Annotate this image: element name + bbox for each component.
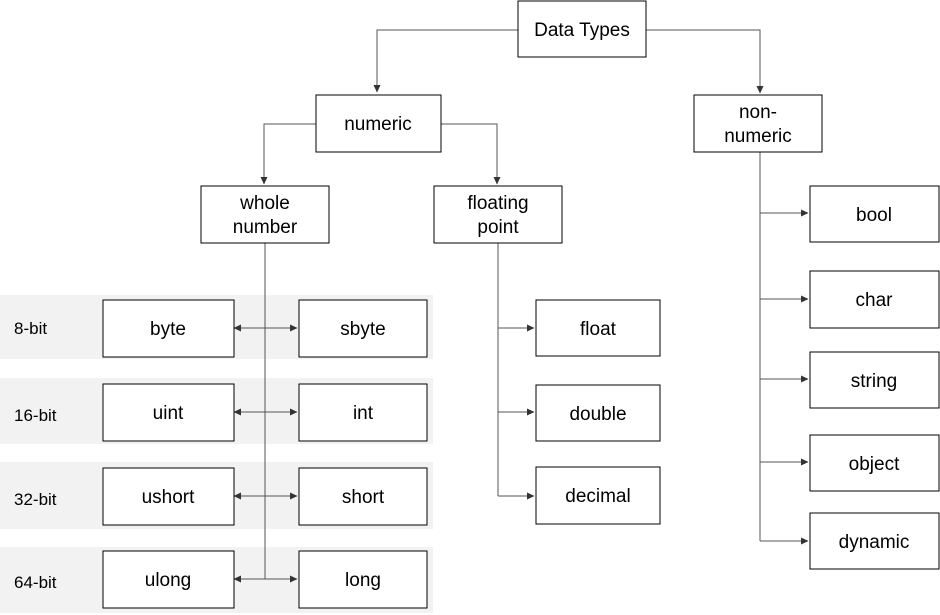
node-decimal: decimal [535, 466, 661, 525]
node-double-label: double [569, 404, 626, 425]
node-floating-point-label-line2: point [477, 217, 519, 238]
node-char-label: char [856, 290, 894, 311]
node-uint-label: uint [153, 403, 184, 424]
node-numeric-label: numeric [344, 114, 412, 135]
connector-numeric-whole-number [260, 123, 316, 185]
bit-label-8: 8-bit [14, 319, 47, 338]
connector-root-non-numeric [646, 29, 764, 94]
node-object: object [809, 434, 940, 492]
node-ulong-label: ulong [145, 570, 192, 591]
node-int-label: int [353, 403, 374, 424]
node-dynamic-label: dynamic [839, 532, 910, 553]
node-byte: byte [102, 299, 235, 358]
node-non-numeric: non- numeric [693, 94, 823, 153]
bit-label-32: 32-bit [14, 490, 57, 509]
node-sbyte: sbyte [298, 299, 428, 358]
node-int: int [298, 383, 428, 442]
node-data-types-label: Data Types [534, 20, 630, 41]
node-whole-number-label-line1: whole [239, 193, 290, 214]
bit-label-64: 64-bit [14, 573, 57, 592]
node-whole-number: whole number [200, 185, 330, 244]
node-char: char [809, 270, 940, 329]
node-string: string [809, 351, 940, 409]
node-numeric: numeric [315, 94, 442, 153]
node-decimal-label: decimal [565, 486, 630, 507]
node-short: short [298, 467, 428, 526]
node-dynamic: dynamic [809, 512, 940, 570]
node-bool: bool [809, 185, 940, 243]
node-float: float [535, 299, 661, 357]
node-short-label: short [342, 487, 385, 508]
node-floating-point: floating point [433, 185, 563, 244]
node-bool-label: bool [856, 205, 892, 226]
node-non-numeric-label-line1: non- [739, 102, 777, 123]
node-sbyte-label: sbyte [340, 319, 385, 340]
node-non-numeric-label-line2: numeric [724, 126, 792, 147]
node-ushort-label: ushort [142, 487, 196, 508]
connectors [233, 29, 809, 583]
connector-numeric-floating-point [441, 123, 501, 185]
node-uint: uint [102, 383, 235, 442]
bit-label-16: 16-bit [14, 406, 57, 425]
node-string-label: string [851, 371, 897, 392]
connector-root-numeric [373, 29, 518, 93]
node-whole-number-label-line2: number [233, 217, 298, 238]
node-byte-label: byte [150, 319, 186, 340]
node-float-label: float [580, 319, 617, 340]
node-ulong: ulong [102, 550, 235, 609]
node-long: long [298, 550, 428, 609]
node-double: double [535, 384, 661, 442]
node-data-types: Data Types [517, 0, 647, 58]
node-object-label: object [849, 454, 900, 475]
node-ushort: ushort [102, 467, 235, 526]
node-long-label: long [345, 570, 381, 591]
node-floating-point-label-line1: floating [467, 193, 528, 214]
